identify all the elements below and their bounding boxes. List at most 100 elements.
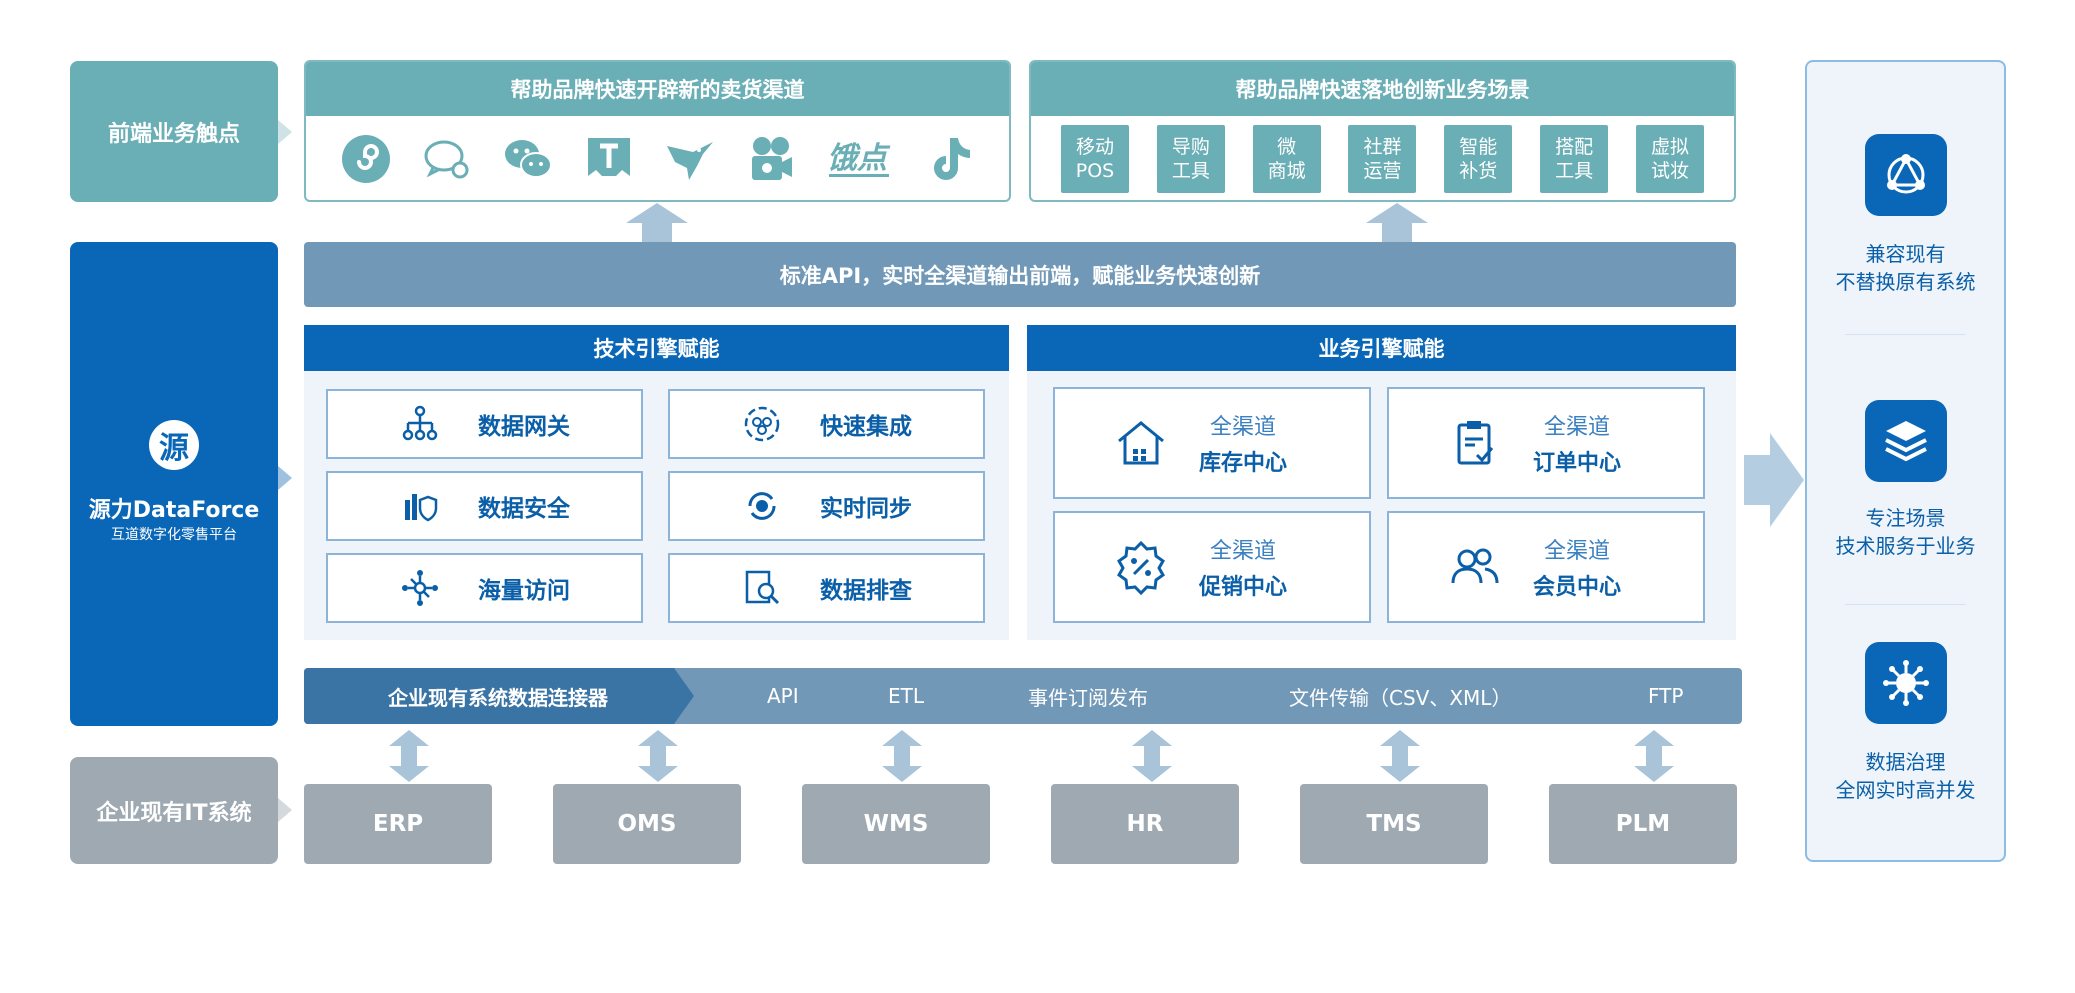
feature-compatible: 兼容现有 不替换原有系统	[1807, 134, 2004, 296]
frontend-touchpoints-label: 前端业务触点	[70, 61, 278, 202]
biz-engine-panel: 业务引擎赋能 全渠道 库存中心 全渠道 订单中心	[1027, 325, 1736, 640]
feature-line2: 不替换原有系统	[1835, 270, 1976, 294]
biz-item-inventory: 全渠道 库存中心	[1053, 387, 1371, 499]
tech-item-data-security: 数据安全	[326, 471, 643, 541]
biz-item-sub: 全渠道	[1210, 415, 1277, 440]
connector-event-pubsub: 事件订阅发布	[1028, 685, 1148, 710]
scene-line2: POS	[1075, 160, 1115, 182]
it-systems-text: 企业现有IT系统	[96, 800, 252, 826]
connector-ftp: FTP	[1648, 684, 1684, 708]
frontend-touchpoints-text: 前端业务触点	[107, 121, 240, 147]
hummingbird-icon	[666, 142, 713, 180]
double-arrow-icon	[638, 730, 678, 782]
feature-line2: 全网实时高并发	[1835, 778, 1976, 802]
integration-cycle-icon	[744, 406, 780, 442]
system-tms: TMS	[1300, 784, 1488, 864]
dataforce-platform-panel: 源 源力DataForce 互道数字化零售平台	[70, 242, 278, 726]
eleme-icon: 饿点	[827, 141, 891, 177]
scene-line2: 补货	[1459, 160, 1498, 182]
tech-item-label: 数据安全	[478, 496, 570, 522]
mini-program-icon	[342, 135, 391, 183]
scene-line2: 试妆	[1650, 160, 1689, 182]
tech-engine-title: 技术引擎赋能	[304, 325, 1009, 371]
biz-item-order: 全渠道 订单中心	[1387, 387, 1705, 499]
business-scenes-title: 帮助品牌快速落地创新业务场景	[1031, 62, 1734, 116]
camera-app-icon	[751, 137, 792, 180]
connector-etl: ETL	[888, 684, 924, 708]
up-arrow-icon	[626, 203, 688, 243]
tmall-icon	[588, 138, 631, 176]
system-oms: OMS	[553, 784, 741, 864]
double-arrow-icon	[1132, 730, 1172, 782]
biz-item-main: 订单中心	[1533, 451, 1622, 476]
network-triangle-icon	[1864, 134, 1947, 216]
right-arrow-icon	[1744, 433, 1804, 527]
document-search-icon	[745, 570, 780, 605]
system-wms: WMS	[802, 784, 990, 864]
biz-item-promotion: 全渠道 促销中心	[1053, 511, 1371, 623]
network-triangle-svg	[1886, 154, 1925, 194]
system-plm: PLM	[1549, 784, 1737, 864]
scene-line2: 工具	[1171, 160, 1210, 182]
biz-item-main: 库存中心	[1199, 451, 1288, 476]
virus-burst-svg	[1882, 660, 1929, 706]
tech-item-label: 数据排查	[820, 578, 912, 604]
it-systems-label: 企业现有IT系统	[70, 757, 278, 864]
feature-line1: 兼容现有	[1865, 242, 1946, 266]
logo-char: 源	[159, 431, 189, 466]
biz-item-text: 全渠道 库存中心	[1199, 409, 1287, 477]
scene-line2: 商城	[1267, 160, 1306, 182]
scene-line1: 智能	[1459, 136, 1498, 158]
dataforce-logo-icon: 源	[149, 420, 199, 470]
scene-line2: 工具	[1555, 160, 1594, 182]
users-icon	[1451, 548, 1499, 584]
virus-burst-icon	[1864, 642, 1947, 724]
discount-badge-icon	[1117, 540, 1165, 595]
feature-line1: 数据治理	[1865, 750, 1946, 774]
svg-text:饿点: 饿点	[827, 141, 891, 176]
connectors-title: 企业现有系统数据连接器	[304, 668, 694, 724]
biz-engine-title: 业务引擎赋能	[1027, 325, 1736, 371]
biz-item-sub: 全渠道	[1544, 539, 1611, 564]
it-arrow-icon	[278, 798, 292, 822]
tech-item-realtime-sync: 实时同步	[668, 471, 985, 541]
channel-icons-row: 饿点	[306, 116, 1009, 202]
brand-subtitle: 互道数字化零售平台	[111, 527, 237, 543]
feature-divider	[1845, 604, 1966, 605]
platform-arrow-icon	[278, 466, 292, 490]
standard-api-text: 标准API，实时全渠道输出前端，赋能业务快速创新	[779, 263, 1261, 288]
scene-virtual-makeup: 虚拟试妆	[1635, 125, 1704, 193]
scene-line1: 移动	[1075, 136, 1114, 158]
tech-item-label: 海量访问	[478, 578, 570, 604]
sales-channels-box: 帮助品牌快速开辟新的卖货渠道	[304, 60, 1011, 202]
biz-item-sub: 全渠道	[1210, 539, 1277, 564]
tech-item-mass-access: 海量访问	[326, 553, 643, 623]
warehouse-icon	[1118, 421, 1164, 465]
system-hr: HR	[1051, 784, 1239, 864]
scene-line1: 社群	[1363, 136, 1402, 158]
double-arrow-icon	[389, 730, 429, 782]
biz-item-main: 促销中心	[1199, 575, 1288, 600]
layers-svg	[1884, 421, 1927, 462]
scene-line2: 运营	[1363, 160, 1402, 182]
feature-divider	[1845, 334, 1966, 335]
scene-micro-mall: 微商城	[1252, 125, 1321, 193]
chat-bubbles-icon	[424, 140, 469, 179]
biz-item-text: 全渠道 促销中心	[1199, 533, 1287, 601]
scene-community-ops: 社群运营	[1348, 125, 1417, 193]
connector-api: API	[767, 684, 799, 708]
molecule-icon	[402, 570, 438, 606]
shield-bars-icon	[405, 494, 438, 522]
tech-item-fast-integration: 快速集成	[668, 389, 985, 459]
connector-file-transfer: 文件传输（CSV、XML）	[1289, 685, 1512, 710]
clipboard-check-icon	[1457, 421, 1494, 465]
standard-api-bar: 标准API，实时全渠道输出前端，赋能业务快速创新	[304, 242, 1736, 307]
up-arrow-icon	[1366, 203, 1428, 243]
feature-line2: 技术服务于业务	[1835, 534, 1976, 558]
layers-icon	[1864, 400, 1947, 482]
brand-name: 源力DataForce	[88, 498, 260, 523]
